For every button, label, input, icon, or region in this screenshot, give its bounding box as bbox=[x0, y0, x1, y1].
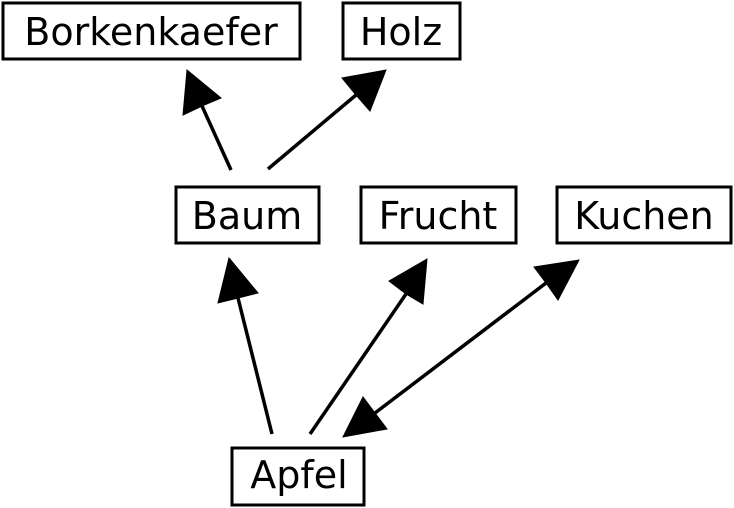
edge-apfel-baum bbox=[217, 256, 274, 435]
edge-baum-borkenkaefer bbox=[182, 69, 233, 171]
edge-line bbox=[308, 293, 408, 435]
edge-apfel-frucht bbox=[308, 258, 428, 435]
node-label: Apfel bbox=[250, 453, 347, 497]
node-apfel: Apfel bbox=[230, 446, 366, 507]
node-kuchen: Kuchen bbox=[555, 185, 733, 245]
edge-baum-holz bbox=[266, 69, 387, 171]
node-box bbox=[1, 1, 302, 61]
arrow-head-end bbox=[533, 259, 580, 301]
node-baum: Baum bbox=[174, 185, 321, 245]
node-frucht: Frucht bbox=[359, 185, 518, 245]
node-box bbox=[230, 446, 366, 507]
arrow-head bbox=[182, 69, 222, 116]
edge-line bbox=[236, 297, 274, 435]
arrow-head bbox=[388, 258, 428, 305]
edge-line bbox=[200, 105, 233, 171]
node-holz: Holz bbox=[341, 1, 462, 61]
node-label: Borkenkaefer bbox=[24, 10, 278, 54]
edge-line bbox=[266, 93, 358, 171]
node-box bbox=[359, 185, 518, 245]
node-box bbox=[555, 185, 733, 245]
arrow-head bbox=[217, 256, 259, 304]
node-borkenkaefer: Borkenkaefer bbox=[1, 1, 302, 61]
node-box bbox=[341, 1, 462, 61]
node-label: Kuchen bbox=[574, 194, 714, 238]
arrow-head bbox=[341, 69, 387, 112]
node-label: Frucht bbox=[379, 194, 498, 238]
edge-line bbox=[373, 281, 548, 415]
edge-apfel-kuchen bbox=[342, 259, 580, 438]
node-box bbox=[174, 185, 321, 245]
node-label: Baum bbox=[192, 194, 302, 238]
arrow-head-start bbox=[342, 396, 388, 438]
node-label: Holz bbox=[360, 10, 442, 54]
